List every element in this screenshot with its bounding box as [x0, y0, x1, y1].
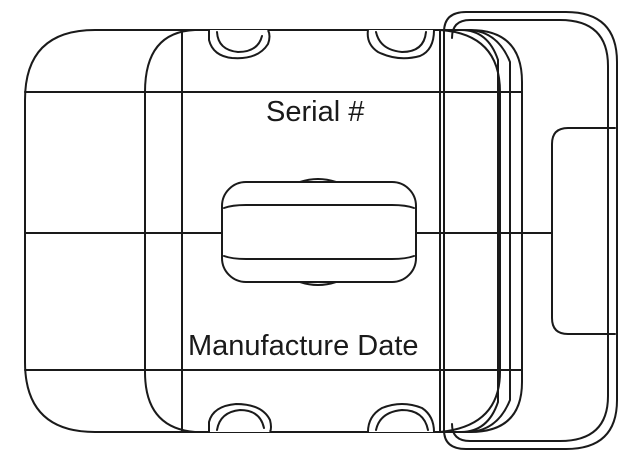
serial-number-label: Serial #: [266, 96, 365, 128]
main-body: [24, 29, 553, 433]
bottom-clip-left: [208, 403, 272, 433]
center-latch: [221, 178, 417, 286]
manufacture-date-label: Manufacture Date: [188, 330, 419, 362]
bottom-clip-right: [367, 403, 435, 433]
top-clip-left: [208, 29, 271, 60]
handle-slot: [551, 127, 616, 335]
top-clip-right: [366, 29, 435, 60]
end-cap: [443, 11, 618, 450]
